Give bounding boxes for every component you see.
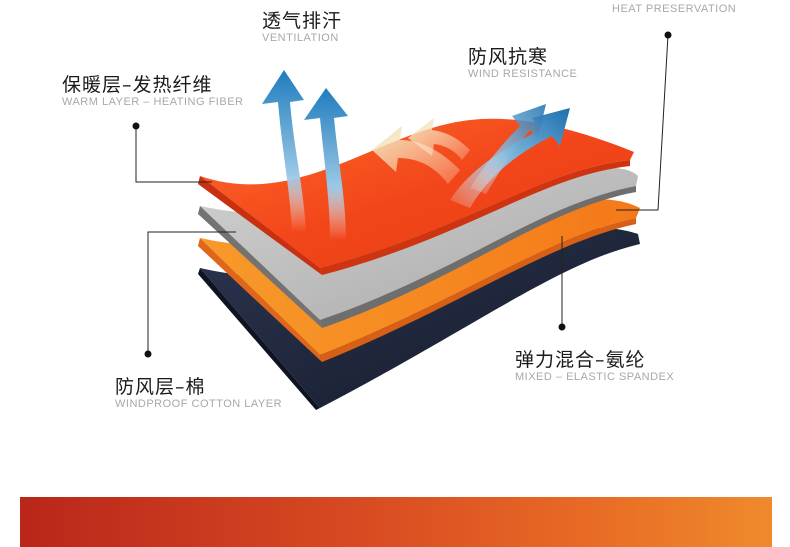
bottom-gradient-bar [20, 497, 772, 547]
callout-lines [135, 34, 669, 354]
wind-resistance-label-cn: 防风抗寒 [468, 46, 549, 68]
callout-dot-icon [132, 31, 672, 358]
warm-layer-label-en: WARM LAYER – HEATING FIBER [62, 96, 244, 108]
ventilation-label-en: VENTILATION [262, 32, 339, 44]
elastic-spandex-label-cn: 弹力混合–氨纶 [515, 349, 646, 371]
wind-resistance-label-en: WIND RESISTANCE [468, 68, 578, 80]
gray-heat-layer [198, 167, 638, 328]
windproof-cotton-label-cn: 防风层–棉 [115, 376, 206, 398]
warm-layer-label-cn: 保暖层–发热纤维 [62, 74, 213, 96]
elastic-spandex-label-en: MIXED – ELASTIC SPANDEX [515, 371, 675, 383]
heat-preservation-label-en: HEAT PRESERVATION [612, 3, 737, 15]
ventilation-label-cn: 透气排汗 [262, 10, 343, 32]
wind-arrow-icon [372, 104, 570, 208]
ventilation-arrow-icon [262, 70, 348, 240]
top-red-layer [198, 118, 634, 275]
windproof-cotton-label-en: WINDPROOF COTTON LAYER [115, 398, 283, 410]
